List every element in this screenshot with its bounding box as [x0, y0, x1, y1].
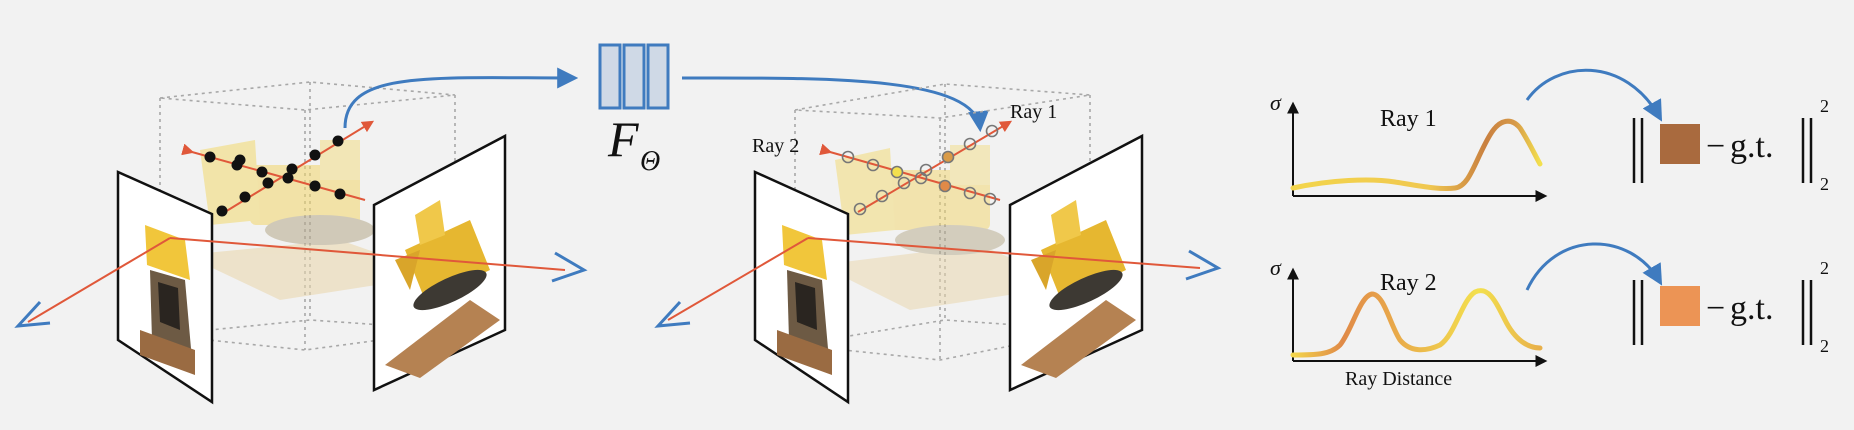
center-ray-to-side-image — [807, 237, 1201, 269]
loss-1-minus: − — [1706, 128, 1725, 165]
left-ray-to-side-image — [169, 237, 566, 271]
plot-1-title: Ray 1 — [1380, 106, 1437, 132]
loss-1-subscript: 2 — [1820, 174, 1829, 194]
loss-1-superscript: 2 — [1820, 96, 1829, 116]
center-sample-points — [841, 124, 999, 216]
plot-2-density-curve — [1290, 288, 1543, 358]
arrow-from-network — [681, 76, 989, 133]
loss-2-target: g.t. — [1730, 290, 1773, 327]
left-front-image-plane — [116, 170, 214, 405]
center-front-image-plane — [753, 170, 850, 405]
left-ray-head-left — [14, 300, 51, 328]
center-ray-head-right — [1185, 249, 1222, 281]
loss-1-target: g.t. — [1730, 128, 1773, 165]
loss-term-ray-1: − g.t. 2 2 — [1632, 96, 1829, 194]
network-symbol: F — [607, 111, 639, 167]
center-ray-1 — [857, 120, 1013, 213]
loss-2-superscript: 2 — [1820, 258, 1829, 278]
left-ray-head-right — [551, 251, 588, 283]
plot-2-y-label: σ — [1270, 255, 1282, 280]
loss-2-color-swatch — [1660, 286, 1700, 326]
left-ray-through-front-image — [27, 237, 171, 323]
network-icon — [598, 43, 670, 110]
ray-1-label: Ray 1 — [1010, 101, 1057, 123]
plot-2-title: Ray 2 — [1380, 270, 1437, 296]
arrow-to-network — [343, 67, 579, 129]
plot-ray-1: σ Ray 1 — [1270, 90, 1548, 202]
plot-1-y-label: σ — [1270, 90, 1282, 115]
center-ray-2 — [819, 143, 1001, 201]
center-ray-head-left — [654, 300, 691, 328]
loss-1-color-swatch — [1660, 124, 1700, 164]
center-scene: Ray 1 Ray 2 — [654, 83, 1222, 405]
plot-1-density-curve — [1290, 118, 1543, 191]
plot-2-x-label: Ray Distance — [1345, 368, 1452, 390]
loss-2-subscript: 2 — [1820, 336, 1829, 356]
left-sample-points — [204, 135, 346, 217]
left-scene — [14, 67, 588, 405]
plot-ray-2: σ Ray 2 Ray Distance — [1270, 255, 1548, 390]
network-f-theta: F Θ — [598, 43, 989, 177]
network-subscript: Θ — [640, 146, 660, 177]
arrow-plot-2-to-loss — [1525, 242, 1663, 291]
loss-2-minus: − — [1706, 290, 1725, 327]
arrow-plot-1-to-loss — [1525, 68, 1663, 122]
center-ray-through-front-image — [667, 237, 809, 321]
loss-term-ray-2: − g.t. 2 2 — [1632, 258, 1829, 356]
center-side-image-plane — [1008, 133, 1144, 392]
ray-2-label: Ray 2 — [752, 135, 799, 157]
